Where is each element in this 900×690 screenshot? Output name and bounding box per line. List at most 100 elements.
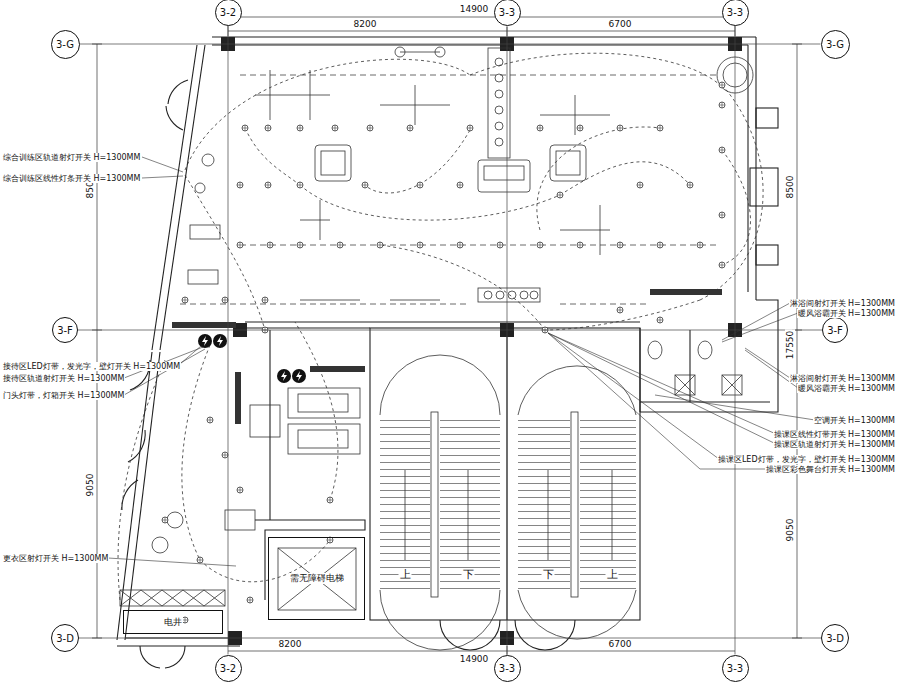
walls xyxy=(639,328,640,412)
lamps xyxy=(719,212,725,218)
walls xyxy=(212,44,748,45)
lamps xyxy=(577,125,583,131)
stair-direction: 上 xyxy=(606,569,619,581)
lamps xyxy=(332,125,338,131)
wiring xyxy=(300,185,560,220)
lamps xyxy=(719,102,725,108)
wiring xyxy=(470,53,720,85)
dimension-text: 8500 xyxy=(785,175,795,200)
grid-bubble: 3-D xyxy=(821,624,849,652)
equipment xyxy=(183,590,204,606)
track-lines xyxy=(240,75,720,76)
grid-axis-line xyxy=(80,44,821,45)
wiring xyxy=(365,130,470,193)
grid-axis-line xyxy=(78,330,822,331)
equipment xyxy=(120,47,753,606)
equipment xyxy=(722,375,742,395)
grid-bubble: 3-F xyxy=(52,317,78,343)
equipment xyxy=(484,291,492,299)
leader-lines xyxy=(142,176,183,178)
lamps xyxy=(265,125,271,131)
grid-bubble: 3-3 xyxy=(494,0,521,26)
lamps xyxy=(557,192,563,198)
grid-label: 3-3 xyxy=(726,7,744,18)
dimension-text: 14900 xyxy=(459,654,490,664)
switch-note: 操课区LED灯带，发光字，壁灯开关 H=1300MM xyxy=(717,455,896,464)
dimension-text: 9050 xyxy=(85,473,95,498)
lamps xyxy=(367,125,373,131)
lamps xyxy=(237,182,243,188)
lamps xyxy=(719,262,725,268)
dimension-lines xyxy=(92,12,802,656)
lamps xyxy=(267,242,273,248)
lamps xyxy=(162,82,725,623)
equipment xyxy=(288,424,360,454)
grid-label: 3-F xyxy=(56,325,74,336)
lamps xyxy=(457,182,463,188)
equipment xyxy=(270,70,271,120)
grid-axis-line xyxy=(79,638,821,639)
track-lines xyxy=(240,245,720,246)
lamps xyxy=(417,242,423,248)
lamps xyxy=(377,242,383,248)
switch-note: 接待区轨道射灯开关 H=1300MM xyxy=(2,374,125,383)
equipment xyxy=(250,405,280,437)
equipment xyxy=(183,590,204,606)
equipment xyxy=(722,375,742,395)
equipment xyxy=(315,145,351,181)
equipment xyxy=(495,138,503,146)
grid-bubble: 3-3 xyxy=(494,655,521,682)
wiring xyxy=(295,322,338,500)
stairs xyxy=(405,470,406,560)
equipment xyxy=(167,512,183,528)
elevator xyxy=(278,548,356,610)
power-icons xyxy=(292,369,306,383)
lamps xyxy=(457,242,463,248)
lamps xyxy=(247,597,253,603)
grid-label: 3-3 xyxy=(498,7,516,18)
equipment xyxy=(298,394,348,412)
lamps xyxy=(327,497,333,503)
lamps xyxy=(242,125,248,131)
lamps xyxy=(407,125,413,131)
grid-label: 3-G xyxy=(825,39,845,50)
equipment xyxy=(520,291,528,299)
dimension-text: 6700 xyxy=(608,639,633,649)
leader-lines xyxy=(548,333,776,434)
grid-label: 3-G xyxy=(55,39,75,50)
dimension-lines xyxy=(228,651,735,652)
grid-label: 3-2 xyxy=(219,663,237,674)
grid-bubble: 3-F xyxy=(822,317,848,343)
track-lines xyxy=(560,304,650,305)
equipment xyxy=(530,291,538,299)
walls xyxy=(756,245,778,265)
lamps xyxy=(617,242,623,248)
lamps xyxy=(207,417,213,423)
light-bars xyxy=(650,289,722,295)
power-icons xyxy=(198,334,212,348)
lamps xyxy=(337,242,343,248)
dimension-lines xyxy=(228,17,735,18)
lamps xyxy=(497,242,503,248)
grid-axis-line xyxy=(507,26,508,655)
grid-label: 3-F xyxy=(826,325,844,336)
track-lines xyxy=(180,304,470,305)
stairs xyxy=(580,420,636,590)
stairs xyxy=(440,420,500,590)
power-icons xyxy=(277,369,291,383)
equipment xyxy=(225,510,255,530)
equipment xyxy=(395,47,405,57)
grid-label: 3-3 xyxy=(726,663,744,674)
switch-note: 暖风浴霸开关 H=1300MM xyxy=(797,384,896,393)
equipment xyxy=(390,300,440,301)
lamps xyxy=(197,557,203,563)
walls xyxy=(689,330,690,402)
lamps xyxy=(182,297,188,303)
equipment xyxy=(675,375,695,395)
equipment xyxy=(298,430,348,448)
equipment xyxy=(162,590,183,606)
walls xyxy=(370,328,640,620)
walls xyxy=(125,352,160,640)
